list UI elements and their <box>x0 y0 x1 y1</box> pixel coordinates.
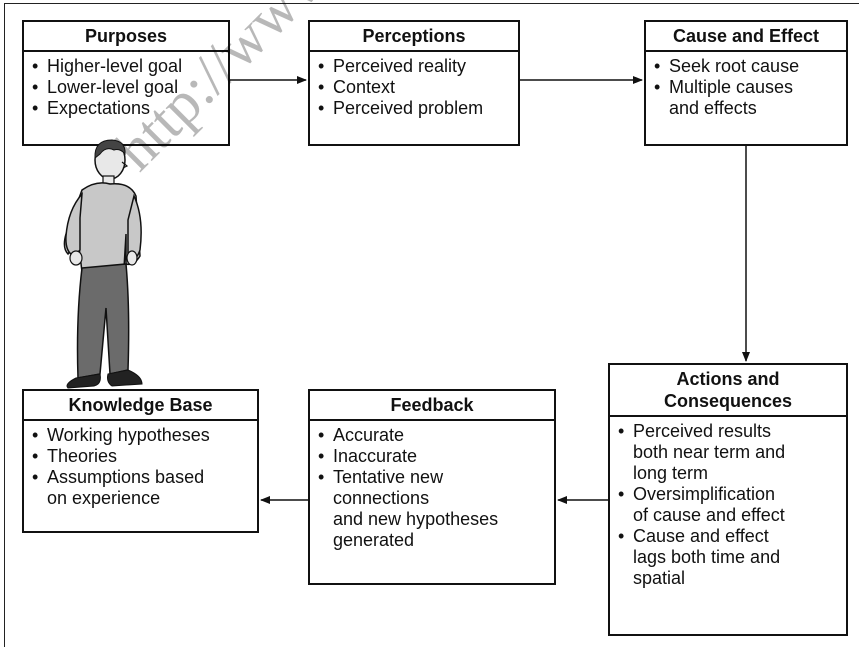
list-item-continuation: long term <box>633 463 709 483</box>
actions-title-line1: Actions and <box>676 369 780 389</box>
actions-consequences-title: Actions and Consequences <box>610 365 846 417</box>
perceptions-title: Perceptions <box>310 22 518 52</box>
list-item-continuation: of cause and effect <box>633 505 785 525</box>
list-item-continuation: both near term and <box>633 442 786 462</box>
list-item: Theories <box>32 446 251 467</box>
list-item: Multiple causes <box>654 77 840 98</box>
knowledge-base-title: Knowledge Base <box>24 391 257 421</box>
list-item-continuation: generated <box>333 530 415 550</box>
list-item: Higher-level goal <box>32 56 222 77</box>
actions-consequences-box: Actions and Consequences Perceived resul… <box>608 363 848 636</box>
standing-person-illustration <box>63 139 143 389</box>
cause-effect-list: Seek root cause Multiple causes and effe… <box>646 52 846 123</box>
list-item: Assumptions based <box>32 467 251 488</box>
perceptions-list: Perceived reality Context Perceived prob… <box>310 52 518 123</box>
list-item-continuation: and effects <box>669 98 757 118</box>
list-item: Perceived problem <box>318 98 512 119</box>
list-item: Working hypotheses <box>32 425 251 446</box>
list-item: Tentative new <box>318 467 548 488</box>
list-item-continuation: spatial <box>633 568 686 588</box>
list-item: Lower-level goal <box>32 77 222 98</box>
list-item: Context <box>318 77 512 98</box>
list-item-continuation: and new hypotheses <box>333 509 499 529</box>
diagram-frame <box>4 3 859 647</box>
actions-consequences-list: Perceived results both near term and lon… <box>610 417 846 593</box>
purposes-list: Higher-level goal Lower-level goal Expec… <box>24 52 228 123</box>
list-item-continuation: on experience <box>47 488 161 508</box>
list-item: Expectations <box>32 98 222 119</box>
list-item-continuation: connections <box>333 488 430 508</box>
list-item: Perceived results <box>618 421 840 442</box>
actions-title-line2: Consequences <box>663 391 793 411</box>
list-item: Seek root cause <box>654 56 840 77</box>
list-item: Inaccurate <box>318 446 548 467</box>
perceptions-box: Perceptions Perceived reality Context Pe… <box>308 20 520 146</box>
purposes-box: Purposes Higher-level goal Lower-level g… <box>22 20 230 146</box>
list-item: Perceived reality <box>318 56 512 77</box>
feedback-box: Feedback Accurate Inaccurate Tentative n… <box>308 389 556 585</box>
list-item: Accurate <box>318 425 548 446</box>
cause-effect-title: Cause and Effect <box>646 22 846 52</box>
list-item: Cause and effect <box>618 526 840 547</box>
feedback-list: Accurate Inaccurate Tentative new connec… <box>310 421 554 555</box>
list-item-continuation: lags both time and <box>633 547 781 567</box>
knowledge-base-box: Knowledge Base Working hypotheses Theori… <box>22 389 259 533</box>
list-item: Oversimplification <box>618 484 840 505</box>
feedback-title: Feedback <box>310 391 554 421</box>
knowledge-base-list: Working hypotheses Theories Assumptions … <box>24 421 257 513</box>
purposes-title: Purposes <box>24 22 228 52</box>
cause-effect-box: Cause and Effect Seek root cause Multipl… <box>644 20 848 146</box>
